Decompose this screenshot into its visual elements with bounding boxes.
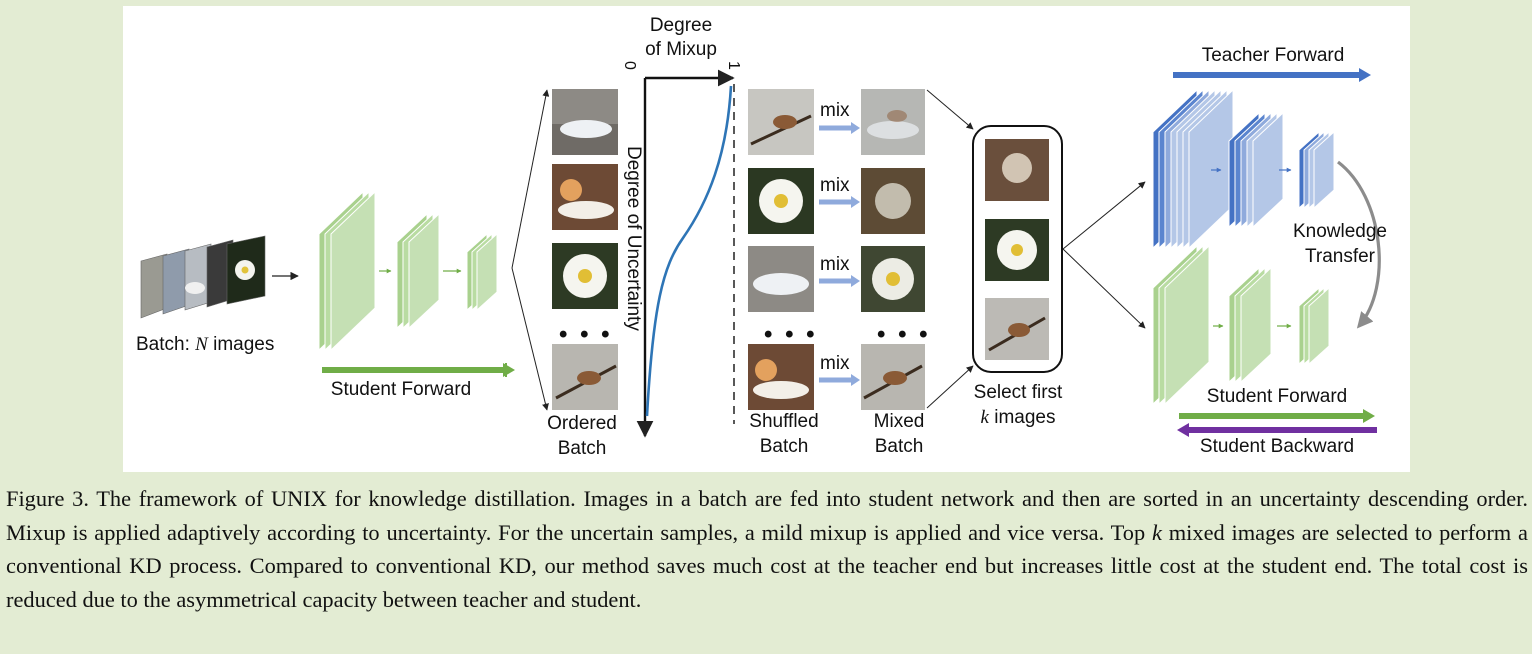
- student-forward-label-right: Student Forward: [1206, 386, 1348, 407]
- to-select-top-arrow: [926, 89, 974, 130]
- diagram-canvas: • • • • • •: [140, 68, 1381, 438]
- knowledge-transfer-line2: Transfer: [1304, 246, 1376, 267]
- ordered-batch-line2: Batch: [557, 438, 607, 459]
- mix-label-2: mix: [820, 175, 850, 196]
- student-network-left: [318, 190, 498, 352]
- ordered-batch-line1: Ordered: [547, 413, 617, 434]
- teacher-forward-label: Teacher Forward: [1201, 45, 1345, 66]
- batch-label: Batch: N images: [136, 334, 275, 355]
- mix-arrows: [819, 122, 860, 386]
- axis-tick-one: 1: [725, 61, 742, 70]
- mixed-batch-line2: Batch: [874, 436, 924, 457]
- mixed-ellipsis: • • •: [877, 321, 931, 348]
- to-teacher-arrow: [1062, 181, 1146, 250]
- axis-tick-zero: 0: [621, 61, 638, 70]
- shuffled-batch-images: [748, 89, 814, 410]
- framework-figure: • • • • • •: [123, 6, 1410, 472]
- mix-label-1: mix: [820, 100, 850, 121]
- student-backward-label: Student Backward: [1199, 436, 1355, 457]
- selected-images: [985, 139, 1049, 360]
- degree-of-mixup-line2: of Mixup: [645, 39, 717, 60]
- degree-of-uncertainty-label: Degree of Uncertainty: [623, 146, 644, 331]
- student-network-right: [1152, 244, 1330, 406]
- knowledge-transfer-arrow: [1337, 160, 1381, 329]
- ordered-ellipsis: • • •: [559, 321, 613, 348]
- select-first-line2: k images: [980, 407, 1056, 428]
- fan-bottom-arrow: [511, 267, 549, 411]
- mixed-batch-images: [861, 89, 925, 410]
- select-first-line1: Select first: [973, 382, 1063, 403]
- selection-box: [972, 125, 1063, 373]
- figure-caption: Figure 3. The framework of UNIX for know…: [6, 486, 1528, 612]
- mix-label-3: mix: [820, 254, 850, 275]
- ordered-batch-images: [552, 89, 618, 410]
- shuffled-batch-line1: Shuffled: [749, 411, 819, 432]
- to-select-bottom-arrow: [926, 365, 974, 409]
- mixup-curve: [645, 85, 733, 417]
- teacher-network: [1152, 88, 1335, 250]
- fan-top-arrow: [511, 89, 550, 269]
- mixed-batch-line1: Mixed: [873, 411, 925, 432]
- shuffled-ellipsis: • • •: [764, 321, 818, 348]
- shuffled-batch-line2: Batch: [759, 436, 809, 457]
- mix-label-4: mix: [820, 353, 850, 374]
- to-student-arrow: [1062, 248, 1146, 329]
- student-forward-label-left: Student Forward: [330, 379, 472, 400]
- knowledge-transfer-line1: Knowledge: [1292, 221, 1388, 242]
- input-batch-images: [140, 235, 266, 319]
- degree-of-mixup-line1: Degree: [649, 15, 713, 36]
